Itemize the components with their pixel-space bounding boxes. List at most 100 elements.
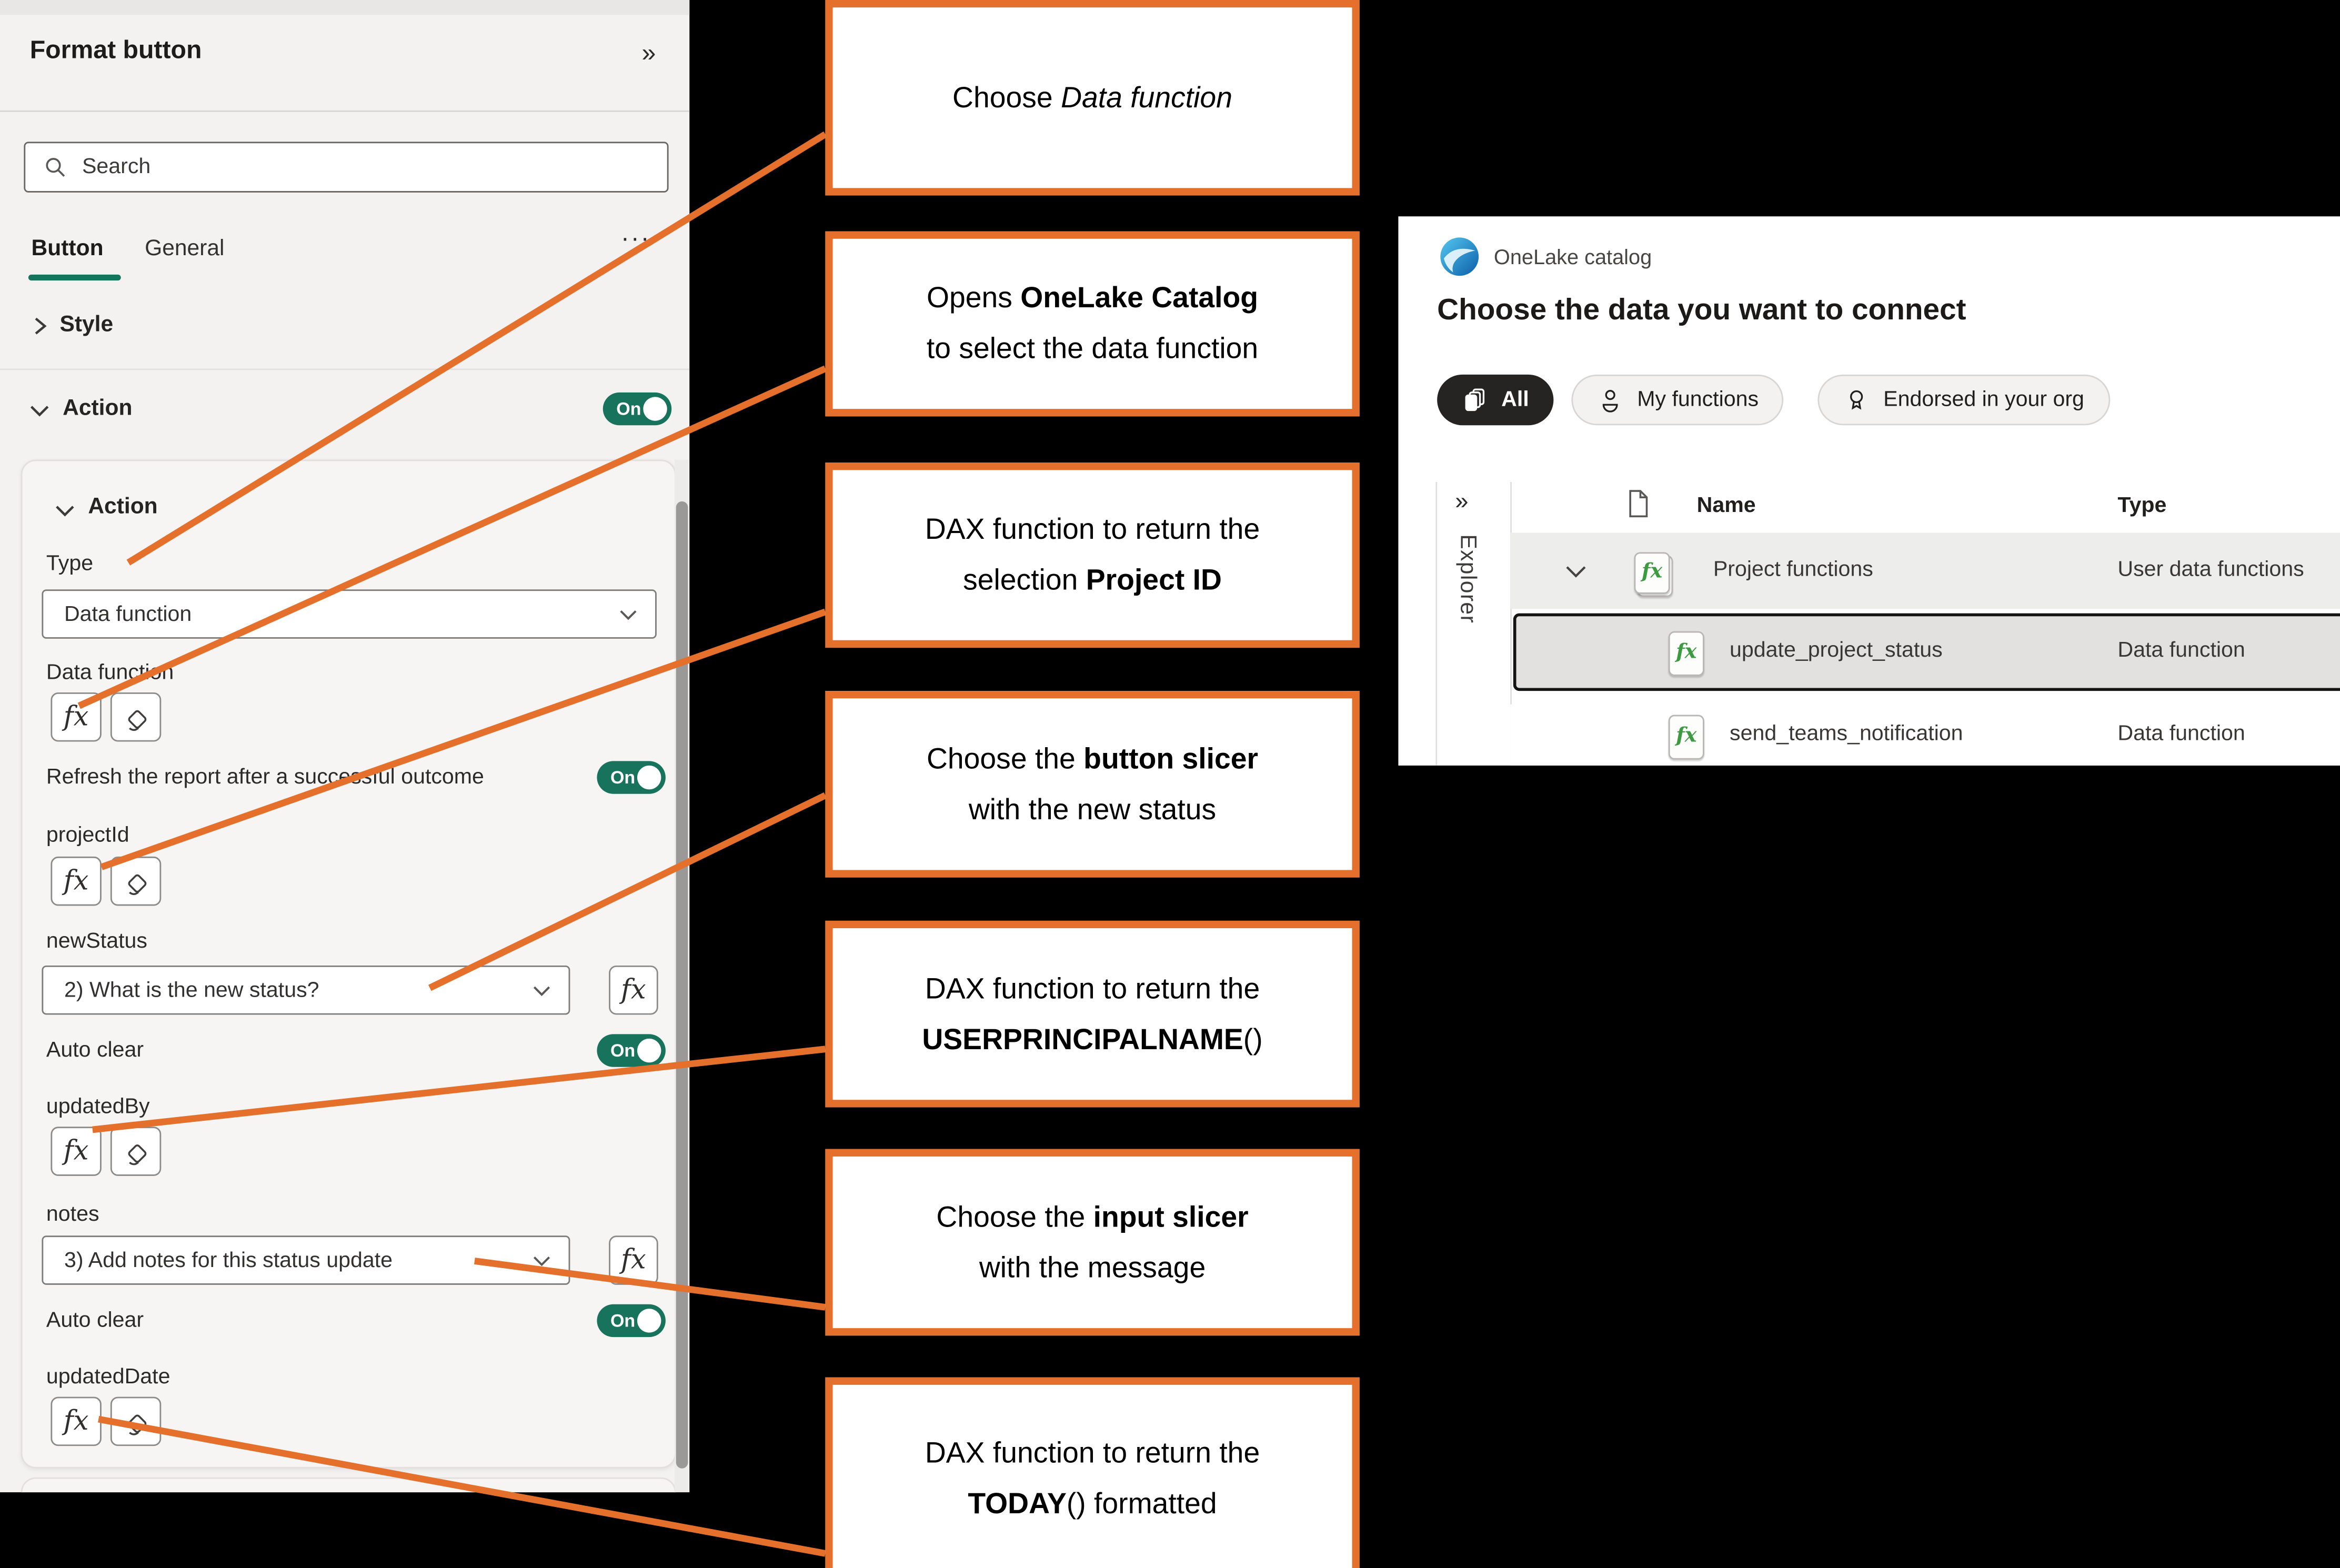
toggle-on-label: On <box>610 1040 636 1061</box>
newstatus-select[interactable]: 2) What is the new status? <box>42 965 570 1015</box>
fx-icon: fx <box>63 1134 89 1167</box>
updatedby-fx-button[interactable]: fx <box>51 1127 102 1176</box>
chevron-down-icon <box>30 406 49 417</box>
type-select-value: Data function <box>64 602 192 626</box>
data-function-fx-button[interactable]: fx <box>51 692 102 742</box>
notes-fx-button[interactable]: fx <box>609 1235 658 1285</box>
more-options-icon[interactable]: ··· <box>620 224 651 253</box>
autoclear-label: Auto clear <box>46 1038 144 1063</box>
filter-endorsed[interactable]: Endorsed in your org <box>1817 374 2110 426</box>
search-icon <box>46 158 65 177</box>
refresh-toggle[interactable]: On <box>597 761 666 794</box>
type-label: Type <box>46 552 94 576</box>
tab-button[interactable]: Button <box>31 236 104 262</box>
column-header-type[interactable]: Type <box>2117 494 2167 518</box>
notes-label: notes <box>46 1202 99 1227</box>
chevron-down-icon <box>56 506 74 517</box>
data-function-icon: fx <box>1668 715 1704 760</box>
search-placeholder: Search <box>82 155 151 179</box>
action-card: Action Type Data function Data function … <box>21 459 676 1469</box>
divider <box>1510 482 1512 766</box>
divider <box>0 368 690 370</box>
collapse-pane-icon[interactable]: » <box>641 38 656 67</box>
notes-select[interactable]: 3) Add notes for this status update <box>42 1235 570 1285</box>
explorer-label: Explorer <box>1455 534 1481 624</box>
explorer-expand-icon[interactable]: » <box>1455 489 1469 515</box>
toggle-knob <box>637 1309 661 1333</box>
data-function-label: Data function <box>46 661 174 685</box>
projectid-fx-button[interactable]: fx <box>51 856 102 906</box>
onelake-catalog-panel: OneLake catalog Choose the data you want… <box>1398 216 2340 766</box>
updateddate-fx-button[interactable]: fx <box>51 1396 102 1446</box>
search-input[interactable]: Search <box>24 142 669 193</box>
filter-label: Endorsed in your org <box>1883 388 2084 412</box>
fx-icon: fx <box>621 973 646 1006</box>
divider <box>0 110 690 112</box>
eraser-icon <box>128 1414 147 1435</box>
fx-icon: fx <box>63 1405 89 1436</box>
callout-choose-data-function: Choose Data function <box>825 0 1360 196</box>
chevron-down-icon <box>533 1255 550 1265</box>
toggle-on-label: On <box>616 398 641 419</box>
filter-label: All <box>1501 388 1529 412</box>
fx-icon: fx <box>63 700 89 732</box>
filter-my-functions[interactable]: My functions <box>1571 374 1784 426</box>
updateddate-clear-button[interactable] <box>110 1396 162 1446</box>
scrollbar-thumb[interactable] <box>675 501 688 1469</box>
projectid-clear-button[interactable] <box>110 856 162 906</box>
user-data-functions-icon: fx <box>1634 552 1673 597</box>
layers-icon <box>1465 388 1485 411</box>
updatedby-clear-button[interactable] <box>110 1127 162 1176</box>
eraser-icon <box>128 873 147 894</box>
toggle-on-label: On <box>610 1310 636 1331</box>
newstatus-select-value: 2) What is the new status? <box>64 978 319 1002</box>
table-row-send-teams-notification[interactable]: fx send_teams_notification Data function <box>1510 704 2340 766</box>
fx-icon: fx <box>63 865 89 897</box>
action-toggle[interactable]: On <box>602 392 672 426</box>
projectid-label: projectId <box>46 823 129 848</box>
filter-label: My functions <box>1637 388 1759 412</box>
type-select[interactable]: Data function <box>42 589 657 639</box>
format-pane: Format button » Search Button General ··… <box>0 0 690 1493</box>
subsection-action[interactable]: Action <box>88 494 158 519</box>
row-type: User data functions <box>2117 558 2304 582</box>
fx-icon: fx <box>621 1243 646 1275</box>
row-name: send_teams_notification <box>1730 722 1963 747</box>
chevron-down-icon <box>533 986 550 996</box>
autoclear-label: Auto clear <box>46 1309 144 1333</box>
chevron-down-icon <box>620 609 637 619</box>
section-style[interactable]: Style <box>59 311 114 337</box>
onelake-app-name: OneLake catalog <box>1493 245 1652 269</box>
table-row-project-functions[interactable]: fx Project functions User data functions <box>1510 532 2340 609</box>
row-type: Data function <box>2117 722 2245 747</box>
data-function-clear-button[interactable] <box>110 692 162 742</box>
eraser-icon <box>128 709 147 730</box>
column-header-name[interactable]: Name <box>1696 494 1756 518</box>
row-name: update_project_status <box>1730 638 1943 663</box>
row-type: Data function <box>2117 638 2245 663</box>
toggle-on-label: On <box>610 767 636 788</box>
section-action[interactable]: Action <box>63 395 133 421</box>
person-icon <box>1602 390 1618 413</box>
onelake-logo <box>1440 237 1479 276</box>
data-function-icon: fx <box>1668 631 1704 676</box>
toggle-knob <box>637 765 661 790</box>
tab-general[interactable]: General <box>145 236 225 262</box>
newstatus-label: newStatus <box>46 929 147 954</box>
table-row-update-project-status-selected[interactable]: fx update_project_status Data function <box>1513 613 2340 691</box>
chevron-down-icon[interactable] <box>1565 564 1586 579</box>
updateddate-label: updatedDate <box>46 1365 170 1390</box>
newstatus-fx-button[interactable]: fx <box>609 965 658 1015</box>
tab-button-underline <box>28 274 121 280</box>
notes-autoclear-toggle[interactable]: On <box>597 1304 666 1338</box>
newstatus-autoclear-toggle[interactable]: On <box>597 1034 666 1067</box>
updatedby-label: updatedBy <box>46 1095 150 1120</box>
divider <box>1435 482 1438 766</box>
filter-all[interactable]: All <box>1437 374 1553 426</box>
